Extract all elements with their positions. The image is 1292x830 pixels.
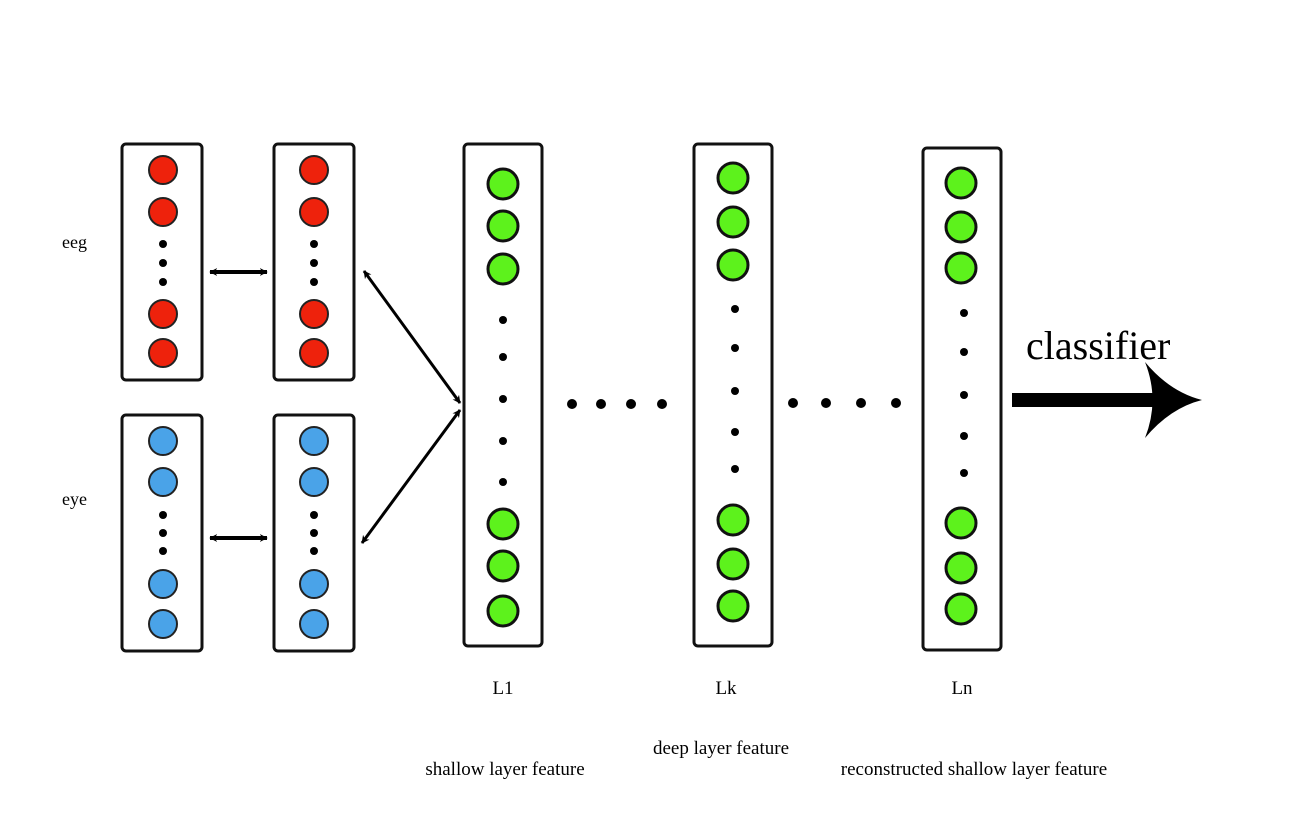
- ellipsis-dot: [731, 387, 739, 395]
- green-node: [716, 161, 750, 195]
- green-node: [944, 592, 978, 626]
- ellipsis-dot: [960, 391, 968, 399]
- layer-gap-ellipsis-1: [567, 399, 667, 409]
- layer-ln-nodes: [944, 166, 978, 626]
- ellipsis-dot: [310, 278, 318, 286]
- layer-lk-label: Lk: [715, 678, 737, 699]
- ellipsis-dot: [499, 316, 507, 324]
- eye-to-l1-arrow: [360, 409, 462, 544]
- eeg-label: eeg: [62, 232, 87, 252]
- ellipsis-dot: [159, 278, 167, 286]
- ellipsis-dot: [499, 437, 507, 445]
- layer-lk-box: [692, 142, 774, 648]
- eye-node: [148, 467, 178, 497]
- eye-input-box: [120, 413, 204, 653]
- layer-ln-label: Ln: [951, 678, 973, 699]
- eye-node: [148, 426, 178, 456]
- layer-l1-box: [462, 142, 544, 648]
- green-node: [944, 166, 978, 200]
- green-node: [716, 205, 750, 239]
- eye-encoded-nodes: [299, 426, 329, 639]
- eeg-node: [299, 197, 329, 227]
- eeg-node: [148, 338, 178, 368]
- green-node: [716, 248, 750, 282]
- eye-input-nodes: [148, 426, 178, 639]
- eye-node: [299, 426, 329, 456]
- ellipsis-dot: [960, 309, 968, 317]
- eeg-input-nodes: [148, 155, 178, 368]
- ellipsis-dot: [731, 465, 739, 473]
- green-node: [486, 549, 520, 583]
- green-node: [944, 210, 978, 244]
- ellipsis-dot: [499, 478, 507, 486]
- ellipsis-dot: [310, 240, 318, 248]
- classifier-label: classifier: [1026, 323, 1170, 368]
- eeg-node: [299, 155, 329, 185]
- green-node: [716, 547, 750, 581]
- eeg-node: [299, 338, 329, 368]
- green-node: [944, 551, 978, 585]
- ellipsis-dot: [159, 511, 167, 519]
- green-node: [486, 507, 520, 541]
- ellipsis-dot: [731, 344, 739, 352]
- green-node: [486, 252, 520, 286]
- eeg-node: [148, 197, 178, 227]
- ellipsis-dot: [960, 432, 968, 440]
- ellipsis-dot: [960, 469, 968, 477]
- layer-gap-ellipsis-2: [788, 398, 901, 408]
- eye-node: [299, 609, 329, 639]
- layer-lk-nodes: [716, 161, 750, 623]
- green-node: [944, 251, 978, 285]
- green-node: [716, 503, 750, 537]
- eeg-node: [148, 299, 178, 329]
- ellipsis-dot: [499, 353, 507, 361]
- layer-l1-nodes: [486, 167, 520, 628]
- ellipsis-dot: [310, 547, 318, 555]
- ellipsis-dot: [310, 511, 318, 519]
- ellipsis-dot: [499, 395, 507, 403]
- eeg-encoded-box: [272, 142, 356, 382]
- eye-node: [299, 467, 329, 497]
- classifier-arrow: [1012, 362, 1202, 438]
- green-node: [944, 506, 978, 540]
- ellipsis-dot: [159, 259, 167, 267]
- green-node: [486, 594, 520, 628]
- eye-encoded-box: [272, 413, 356, 653]
- eeg-encoded-nodes: [299, 155, 329, 368]
- shallow-layer-caption: shallow layer feature: [425, 759, 584, 780]
- green-node: [716, 589, 750, 623]
- eeg-to-l1-arrow: [362, 270, 462, 404]
- ellipsis-dot: [159, 547, 167, 555]
- deep-layer-caption: deep layer feature: [653, 738, 789, 759]
- ellipsis-dot: [159, 529, 167, 537]
- ellipsis-dot: [731, 428, 739, 436]
- eye-node: [299, 569, 329, 599]
- reconstructed-layer-caption: reconstructed shallow layer feature: [841, 759, 1107, 780]
- green-node: [486, 167, 520, 201]
- ellipsis-dot: [310, 529, 318, 537]
- eeg-node: [148, 155, 178, 185]
- layer-l1-label: L1: [492, 678, 513, 699]
- ellipsis-dot: [731, 305, 739, 313]
- ellipsis-dot: [960, 348, 968, 356]
- green-node: [486, 209, 520, 243]
- eeg-node: [299, 299, 329, 329]
- eye-node: [148, 569, 178, 599]
- eeg-input-box: [120, 142, 204, 382]
- ellipsis-dot: [159, 240, 167, 248]
- ellipsis-dot: [310, 259, 318, 267]
- layer-ln-box: [921, 146, 1003, 652]
- eye-node: [148, 609, 178, 639]
- eye-label: eye: [62, 489, 87, 509]
